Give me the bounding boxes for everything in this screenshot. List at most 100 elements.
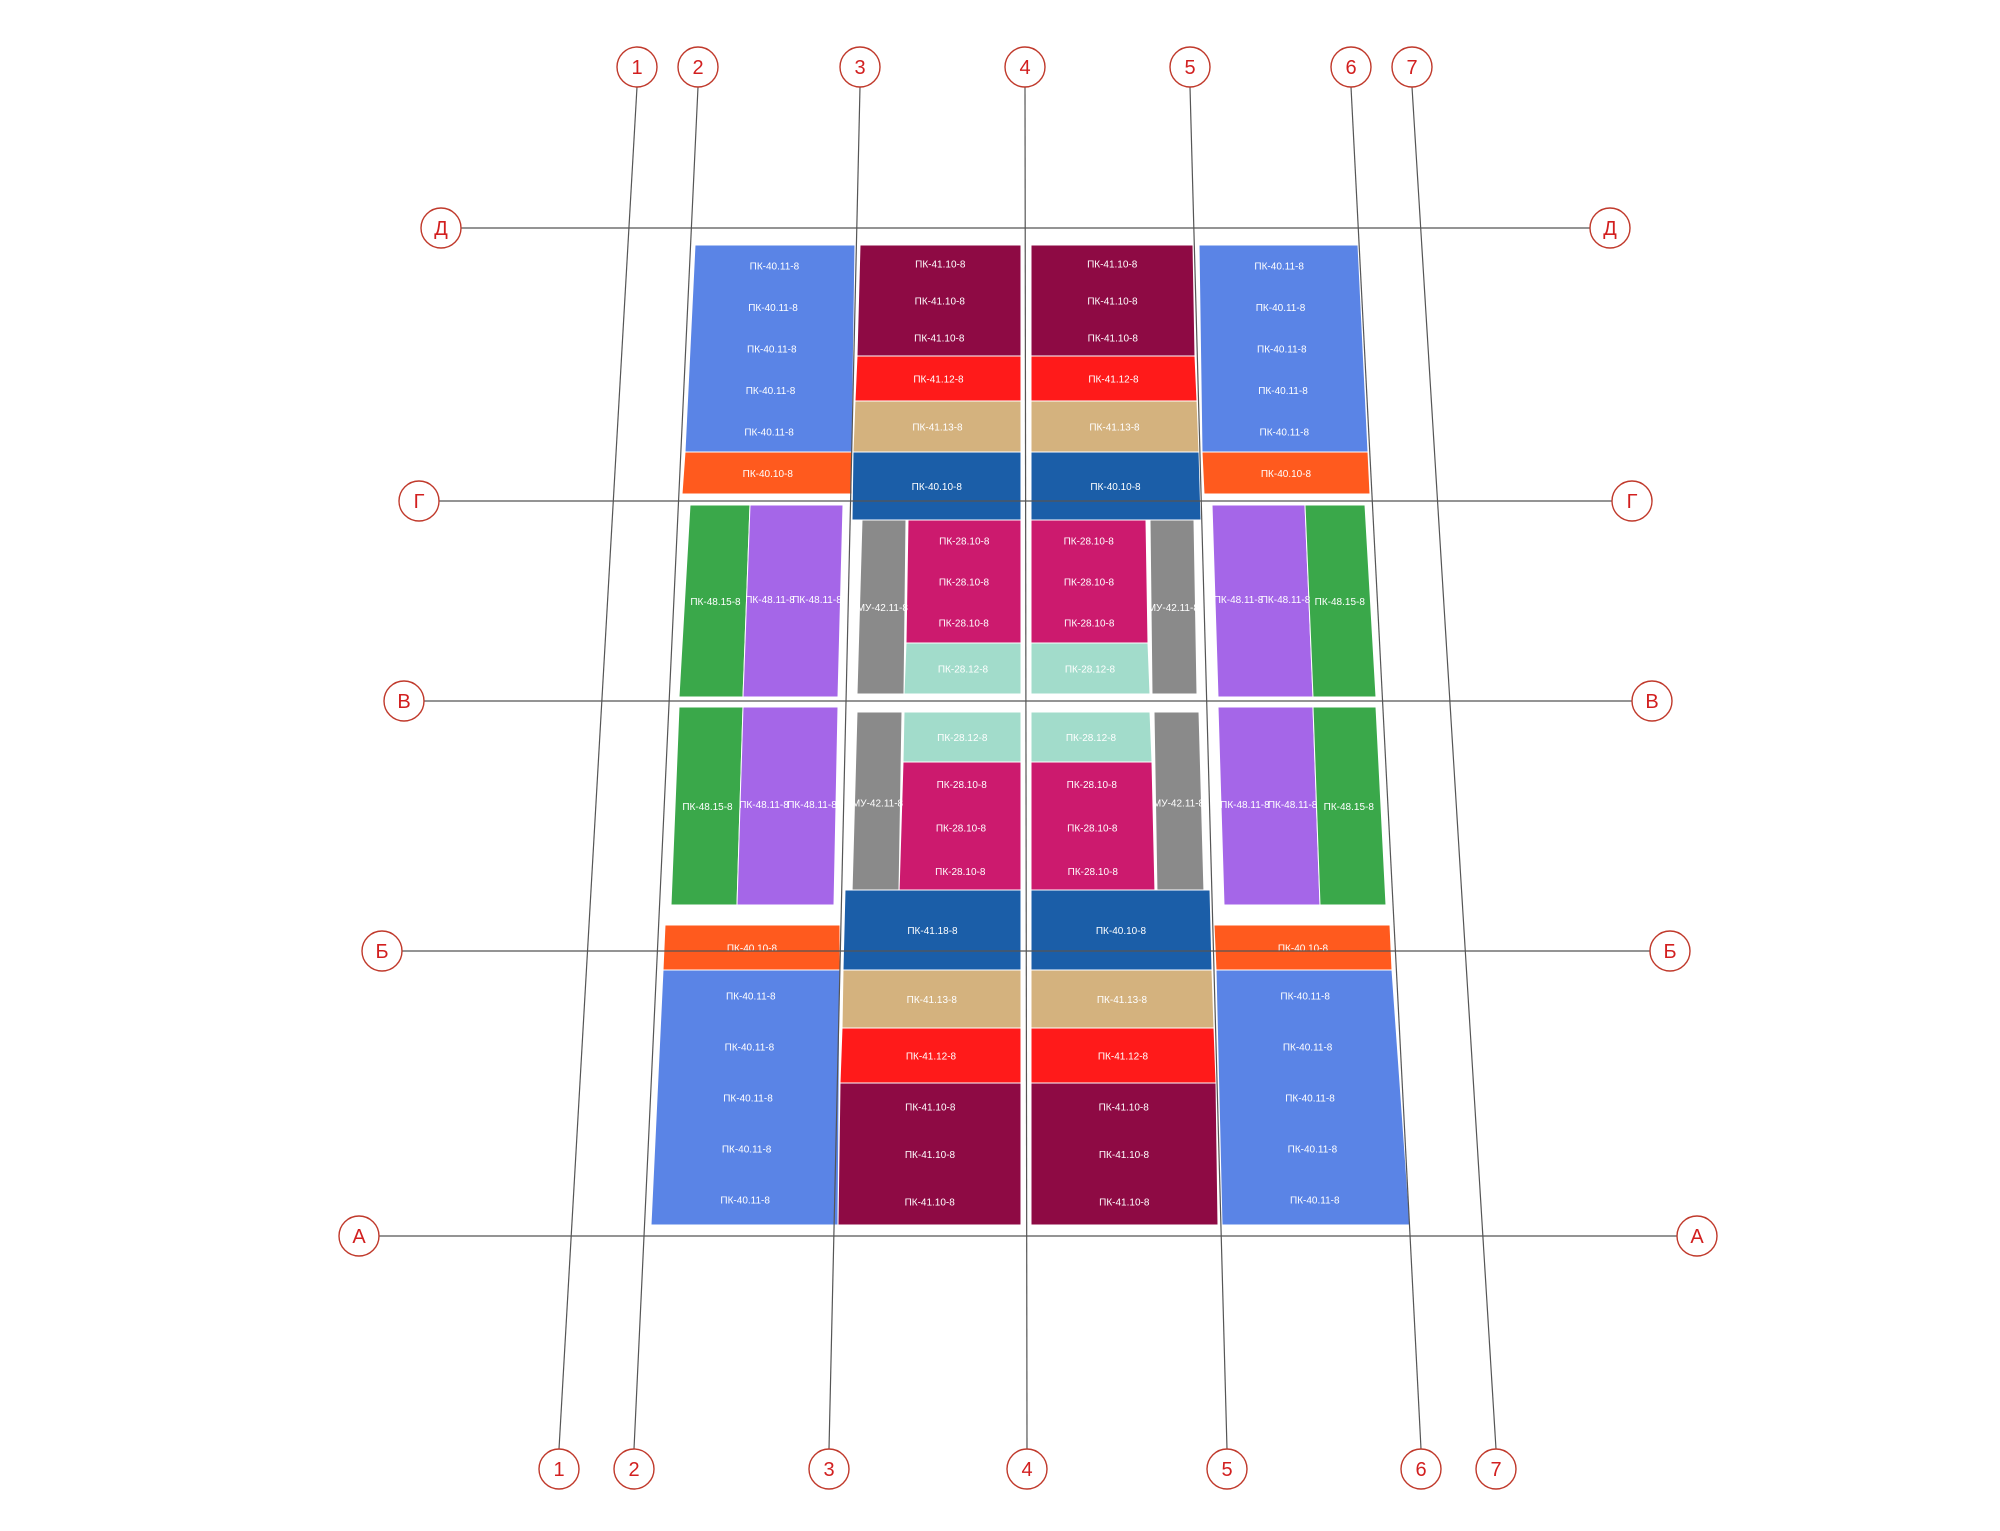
axis-bubble-label: 6	[1345, 57, 1356, 79]
panel-label: ПК-40.11-8	[1254, 262, 1304, 273]
axis-bubble-circle	[1611, 480, 1653, 522]
axis-bubble-label: 2	[692, 57, 703, 79]
axis-bubble-top-4: 4	[1004, 46, 1046, 88]
axis-bubble-circle	[1400, 1448, 1442, 1490]
axis-bubble-label: 6	[1415, 1459, 1426, 1481]
axis-bubble-circle	[1169, 46, 1211, 88]
axis-bubble-label: 7	[1406, 57, 1417, 79]
axis-bubble-left-2: В	[383, 680, 425, 722]
axis-bubble-label: А	[352, 1226, 366, 1248]
panel-upper-midright-mint	[1030, 642, 1151, 695]
axis-bubble-label: 4	[1019, 57, 1030, 79]
panel-label: ПК-40.11-8	[722, 1145, 772, 1156]
panel-label: МУ-42.11-8	[857, 603, 909, 614]
axis-bubble-label: 1	[553, 1459, 564, 1481]
panel-label: ПК-28.10-8	[939, 619, 990, 630]
panel-top-midright-dark	[1030, 451, 1202, 521]
axis-bubble-bottom-3: 3	[808, 1448, 850, 1490]
axis-bubble-circle	[1004, 46, 1046, 88]
axis-bubble-circle	[338, 1215, 380, 1257]
panel-label: ПК-40.11-8	[726, 992, 776, 1003]
panel-label: ПК-48.15-8	[1315, 597, 1366, 608]
axis-bubble-label: В	[1645, 691, 1658, 713]
panel-upper-left-purple	[742, 504, 844, 698]
axis-bubble-circle	[1589, 207, 1631, 249]
axis-bubble-circle	[383, 680, 425, 722]
panel-label: ПК-48.11-8	[1220, 800, 1270, 811]
panel-label: ПК-41.10-8	[915, 297, 966, 308]
axis-bubble-label: Б	[1663, 941, 1676, 963]
grid-axis-6	[1350, 86, 1422, 1450]
axis-bubble-bottom-2: 2	[613, 1448, 655, 1490]
panel-label: ПК-40.10-8	[1096, 926, 1147, 937]
axis-bubble-label: 2	[628, 1459, 639, 1481]
axis-bubble-bottom-4: 4	[1006, 1448, 1048, 1490]
panel-label: ПК-40.10-8	[912, 482, 963, 493]
axis-bubble-right-0: Д	[1589, 207, 1631, 249]
panel-label: ПК-48.15-8	[682, 802, 733, 813]
axis-bubble-top-6: 6	[1330, 46, 1372, 88]
panel-layer	[650, 244, 1411, 1226]
panel-label: ПК-40.11-8	[748, 303, 798, 314]
panel-label-layer: ПК-40.11-8ПК-40.11-8ПК-40.11-8ПК-40.11-8…	[682, 260, 1374, 1209]
panel-label: ПК-41.12-8	[1098, 1052, 1149, 1063]
axis-bubble-circle	[361, 930, 403, 972]
panel-label: ПК-40.11-8	[725, 1043, 775, 1054]
axis-bubble-label: 5	[1184, 57, 1195, 79]
axis-bubble-left-4: А	[338, 1215, 380, 1257]
axis-bubble-label: 7	[1490, 1459, 1501, 1481]
panel-label: ПК-28.10-8	[1068, 867, 1119, 878]
panel-label: ПК-40.11-8	[720, 1196, 770, 1207]
panel-label: ПК-40.10-8	[1261, 469, 1312, 480]
panel-label: ПК-40.11-8	[723, 1094, 773, 1105]
panel-label: ПК-28.10-8	[937, 780, 988, 791]
panel-label: ПК-41.12-8	[913, 375, 964, 386]
panel-label: ПК-41.10-8	[1087, 260, 1138, 271]
panel-label: ПК-28.12-8	[1066, 733, 1117, 744]
panel-label: ПК-41.18-8	[907, 926, 958, 937]
panel-label: ПК-28.10-8	[1064, 578, 1115, 589]
axis-bubble-label: 5	[1221, 1459, 1232, 1481]
panel-label: ПК-41.13-8	[907, 995, 958, 1006]
panel-label: ПК-28.10-8	[1067, 824, 1118, 835]
axis-bubble-left-3: Б	[361, 930, 403, 972]
panel-label: ПК-41.10-8	[914, 334, 965, 345]
panel-label: ПК-28.10-8	[1064, 619, 1115, 630]
panel-label: ПК-41.13-8	[912, 423, 963, 434]
axis-bubble-right-1: Г	[1611, 480, 1653, 522]
axis-bubble-label: 1	[631, 57, 642, 79]
axis-bubble-circle	[1006, 1448, 1048, 1490]
grid-axis-3	[828, 86, 861, 1450]
panel-label: МУ-42.11-8	[852, 799, 904, 810]
panel-label: ПК-41.10-8	[905, 1197, 956, 1208]
axis-bubble-circle	[616, 46, 658, 88]
axis-bubble-bottom-6: 6	[1400, 1448, 1442, 1490]
axis-bubble-right-4: А	[1676, 1215, 1718, 1257]
axis-bubble-circle	[839, 46, 881, 88]
panel-label: ПК-41.10-8	[1099, 1150, 1150, 1161]
axis-bubble-label: Б	[375, 941, 388, 963]
panel-label: ПК-41.10-8	[1099, 1103, 1150, 1114]
axis-bubble-circle	[1649, 930, 1691, 972]
axis-bubble-bottom-1: 1	[538, 1448, 580, 1490]
panel-label: ПК-48.11-8	[787, 800, 837, 811]
panel-upper-right-green	[1304, 504, 1377, 698]
panel-label: ПК-40.10-8	[727, 944, 778, 955]
panel-label: ПК-40.10-8	[743, 469, 794, 480]
axis-bubble-right-3: Б	[1649, 930, 1691, 972]
panel-label: МУ-42.11-8	[1148, 603, 1200, 614]
panel-label: ПК-48.11-8	[1214, 595, 1264, 606]
panel-label: ПК-40.10-8	[1278, 944, 1329, 955]
panel-label: ПК-40.11-8	[1283, 1043, 1333, 1054]
axis-bubble-bottom-5: 5	[1206, 1448, 1248, 1490]
panel-label: ПК-48.11-8	[1268, 800, 1318, 811]
grid-axis-5	[1189, 86, 1228, 1450]
grid-axis-7	[1411, 86, 1497, 1450]
panel-label: ПК-41.12-8	[1088, 375, 1139, 386]
axis-bubble-circle	[1391, 46, 1433, 88]
panel-upper-right-gray	[1149, 519, 1198, 695]
panel-label: ПК-41.10-8	[1088, 334, 1139, 345]
panel-label: ПК-28.10-8	[936, 824, 987, 835]
